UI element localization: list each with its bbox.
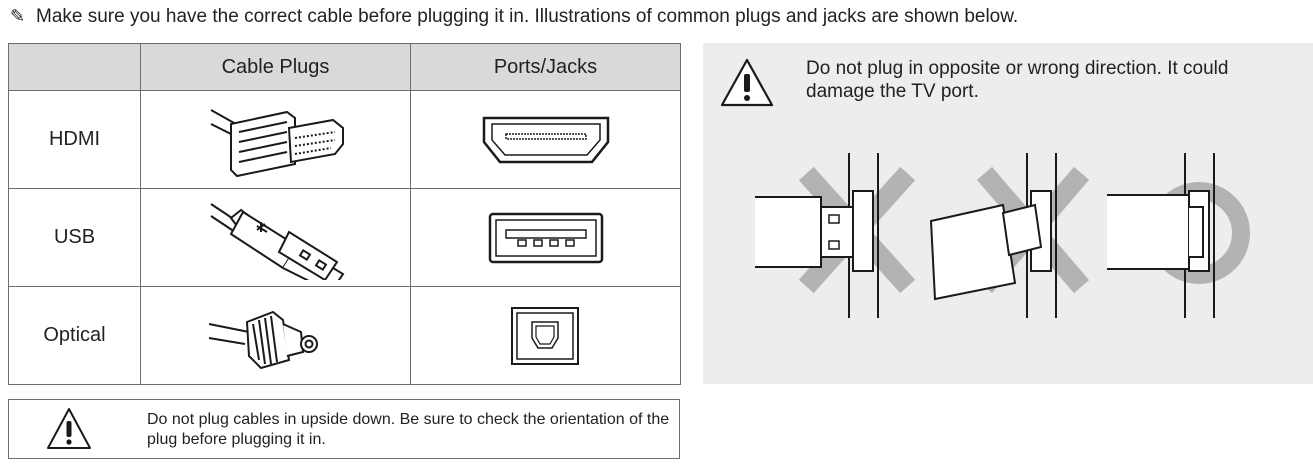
warning-triangle-icon bbox=[720, 58, 774, 107]
hdmi-plug-icon bbox=[210, 108, 344, 177]
plug-cell bbox=[140, 90, 411, 189]
table-header-row: Cable Plugs Ports/Jacks bbox=[8, 43, 681, 91]
plug-cell bbox=[140, 286, 411, 385]
port-cell bbox=[410, 90, 681, 189]
row-label-usb: USB bbox=[8, 188, 141, 287]
angled-plug-icon bbox=[929, 153, 1090, 318]
panel-warning-text: Do not plug in opposite or wrong directi… bbox=[806, 58, 1229, 102]
optical-plug-icon bbox=[208, 310, 318, 369]
upside-down-plug-icon bbox=[755, 153, 916, 318]
port-cell bbox=[410, 286, 681, 385]
table-row: Optical bbox=[8, 286, 681, 385]
usb-plug-icon bbox=[209, 202, 344, 280]
table-row: USB bbox=[8, 188, 681, 287]
hdmi-port-icon bbox=[482, 116, 609, 163]
plug-comparison-table: Cable Plugs Ports/Jacks HDMI bbox=[8, 43, 681, 385]
port-cell bbox=[410, 188, 681, 287]
upside-down-caution: Do not plug cables in upside down. Be su… bbox=[8, 399, 680, 459]
usb-port-icon bbox=[488, 212, 603, 263]
table-row: HDMI bbox=[8, 90, 681, 189]
caution-text: Do not plug cables in upside down. Be su… bbox=[147, 411, 670, 448]
row-label-optical: Optical bbox=[8, 286, 141, 385]
note-pencil-icon: ✎ bbox=[10, 6, 26, 26]
optical-port-icon bbox=[510, 306, 579, 365]
header-ports-jacks: Ports/Jacks bbox=[410, 43, 681, 91]
warning-triangle-icon bbox=[47, 408, 91, 449]
row-label-hdmi: HDMI bbox=[8, 90, 141, 189]
header-cable-plugs: Cable Plugs bbox=[140, 43, 411, 91]
correct-plug-icon bbox=[1107, 153, 1250, 318]
plug-direction-diagrams bbox=[755, 153, 1250, 318]
plug-cell bbox=[140, 188, 411, 287]
intro-text: Make sure you have the correct cable bef… bbox=[36, 6, 1019, 27]
header-empty bbox=[8, 43, 141, 91]
direction-warning-panel: Do not plug in opposite or wrong directi… bbox=[703, 43, 1313, 384]
intro-note: ✎ Make sure you have the correct cable be… bbox=[10, 6, 1018, 28]
